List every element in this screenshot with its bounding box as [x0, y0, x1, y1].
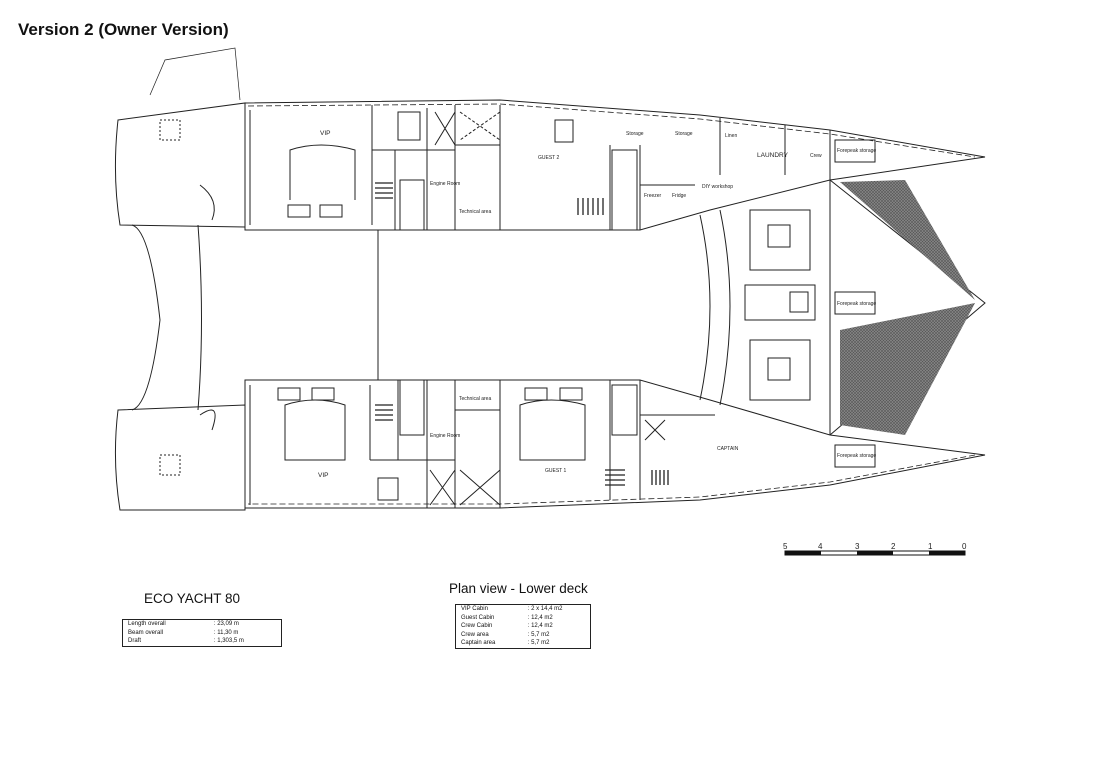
room-label-vip-lower: VIP: [318, 472, 328, 479]
table-row: Crew Cabin : 12,4 m2: [456, 622, 591, 631]
room-label-crew: Crew: [810, 153, 822, 159]
room-label-fridge: Fridge: [672, 193, 686, 199]
spec-label: Length overall: [128, 621, 166, 627]
room-label-technical-area-lower: Technical area: [459, 396, 491, 402]
scale-bar: 5 4 3 2 1 0: [783, 542, 967, 556]
area-label: Guest Cabin: [461, 614, 495, 621]
room-label-captain: CAPTAIN: [717, 446, 739, 452]
room-label-diy-workshop: DIY workshop: [702, 184, 733, 190]
spec-value: : 11,30 m: [213, 629, 239, 636]
area-value: : 2 x 14,4 m2: [527, 606, 563, 612]
room-label-laundry: LAUNDRY: [757, 152, 789, 159]
spec-label: Draft: [128, 638, 142, 644]
lower-hull-outline: [244, 379, 986, 509]
room-label-freezer: Freezer: [644, 193, 662, 199]
scale-tick-4: 4: [818, 542, 823, 551]
area-label: Captain area: [461, 640, 496, 646]
table-row: Draft : 1,303,5 m: [123, 637, 282, 646]
room-label-storage-2: Storage: [675, 131, 693, 137]
spec-value: : 23,09 m: [213, 621, 239, 627]
specs-table: Length overall : 23,09 m Beam overall : 11…: [122, 619, 282, 647]
room-label-vip-upper: VIP: [320, 130, 330, 137]
scale-tick-5: 5: [783, 542, 788, 551]
scale-tick-1: 1: [928, 542, 933, 551]
room-label-guest-lower: GUEST 1: [545, 468, 567, 474]
spec-label: Beam overall: [128, 629, 164, 636]
room-label-forepeak-center: Forepeak storage: [837, 301, 876, 307]
area-value: : 5,7 m2: [527, 640, 550, 646]
room-label-forepeak-upper: Forepeak storage: [837, 148, 876, 154]
room-label-engine-room-upper: Engine Room: [430, 181, 460, 187]
page-title: Version 2 (Owner Version): [18, 20, 229, 39]
upper-hull-outline: [244, 99, 986, 231]
room-label-storage-1: Storage: [626, 131, 644, 137]
yacht-model-title: ECO YACHT 80: [144, 591, 241, 606]
area-label: Crew area: [461, 631, 489, 638]
table-row: Length overall : 23,09 m: [123, 620, 282, 629]
areas-table: VIP Cabin : 2 x 14,4 m2 Guest Cabin : 12,4…: [455, 604, 591, 649]
table-row: VIP Cabin : 2 x 14,4 m2: [456, 605, 591, 614]
area-label: VIP Cabin: [461, 606, 488, 612]
spec-value: : 1,303,5 m: [213, 638, 244, 644]
room-label-forepeak-lower: Forepeak storage: [837, 453, 876, 459]
scale-tick-0: 0: [962, 542, 967, 551]
room-label-engine-room-lower: Engine Room: [430, 433, 460, 439]
area-value: : 12,4 m2: [527, 614, 553, 621]
area-value: : 12,4 m2: [527, 623, 553, 629]
scale-tick-3: 3: [855, 542, 860, 551]
table-row: Captain area : 5,7 m2: [456, 639, 591, 648]
stern-outline: [114, 102, 246, 228]
area-label: Crew Cabin: [461, 623, 493, 629]
area-value: : 5,7 m2: [527, 631, 550, 638]
table-row: Guest Cabin : 12,4 m2: [456, 614, 591, 623]
table-row: Beam overall : 11,30 m: [123, 629, 282, 638]
scale-tick-2: 2: [891, 542, 896, 551]
room-label-technical-area-upper: Technical area: [459, 209, 491, 215]
room-label-linen: Linen: [725, 133, 737, 139]
table-row: Crew area : 5,7 m2: [456, 631, 591, 640]
plan-view-title: Plan view - Lower deck: [449, 581, 588, 596]
room-label-guest-upper: GUEST 2: [538, 155, 560, 161]
